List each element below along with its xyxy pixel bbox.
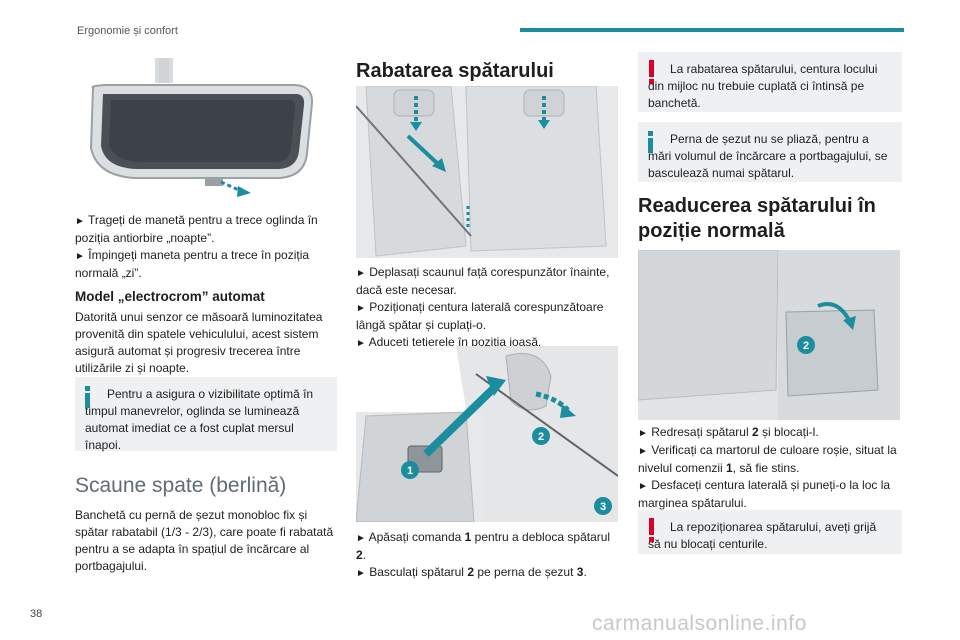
watermark: carmanualsonline.info [592,612,807,635]
list-item: ► Redresați spătarul 2 și blocați-l. [638,425,819,439]
info-note-cushion: Perna de șezut nu se pliază, pentru a mă… [638,122,902,182]
callout-3: 3 [600,501,606,513]
bullet-arrow-icon: ► [356,568,366,579]
bullet-arrow-icon: ► [356,533,366,544]
warning-icon [649,518,654,542]
release-control-illustration: 1 2 3 [356,346,618,522]
bullet-arrow-icon: ► [638,446,648,457]
bullet-arrow-icon: ► [75,216,85,227]
rear-seat-fold-illustration [356,86,618,258]
warning-icon [649,60,654,84]
list-item: ► Împingeți maneta pentru a trece în poz… [75,248,310,280]
list-item: ► Deplasați scaunul față corespunzător î… [356,265,610,297]
callout-2: 2 [803,340,809,352]
heading-electrochrome: Model „electrocrom” automat [75,289,265,304]
bullet-arrow-icon: ► [356,268,366,279]
callout-1: 1 [407,465,413,477]
electrochrome-paragraph: Datorită unui senzor ce măsoară luminozi… [75,310,323,375]
list-item: ► Basculați spătarul 2 pe perna de șezut… [356,565,587,579]
warning-note-belts: La repoziționarea spătarului, aveți grij… [638,510,902,554]
bullet-arrow-icon: ► [75,251,85,262]
restore-steps: ► Redresați spătarul 2 și blocați-l. ► V… [638,424,902,512]
callout-2: 2 [538,431,544,443]
rear-seats-paragraph: Banchetă cu pernă de șezut monobloc fix … [75,508,334,573]
list-item: ► Apăsați comanda 1 pentru a debloca spă… [356,530,611,562]
bullet-arrow-icon: ► [356,338,366,349]
fold-steps: ► Deplasați scaunul față corespunzător î… [356,264,618,352]
info-note: Pentru a asigura o vizibilitate optimă î… [75,377,337,452]
release-steps: ► Apăsați comanda 1 pentru a debloca spă… [356,529,618,582]
mirror-instructions: ► Trageți de manetă pentru a trece oglin… [75,212,337,282]
info-icon [648,131,653,153]
heading-fold-backrest: Rabatarea spătarului [356,60,554,82]
list-item: ► Verificați ca martorul de culoare roși… [638,443,897,475]
page-number: 38 [30,608,43,620]
bullet-arrow-icon: ► [638,481,648,492]
section-title: Ergonomie și confort [77,25,178,37]
heading-rear-seats: Scaune spate (berlină) [75,474,287,497]
list-item: ► Desfaceți centura laterală și puneți-o… [638,478,891,510]
list-item: ► Poziționați centura laterală corespunz… [356,300,604,332]
restore-backrest-illustration: 2 [638,250,900,420]
list-item: ► Aduceți tetierele în poziția joasă. [356,335,542,349]
warning-note-center-belt: La rabatarea spătarului, centura locului… [638,52,902,112]
rearview-mirror-illustration [75,58,335,201]
list-item: ► Trageți de manetă pentru a trece oglin… [75,213,318,245]
bullet-arrow-icon: ► [356,303,366,314]
header-accent-bar [520,28,904,32]
info-icon [85,386,90,408]
heading-restore-backrest: Readucerea spătarului în poziție normală [638,195,876,242]
bullet-arrow-icon: ► [638,428,648,439]
